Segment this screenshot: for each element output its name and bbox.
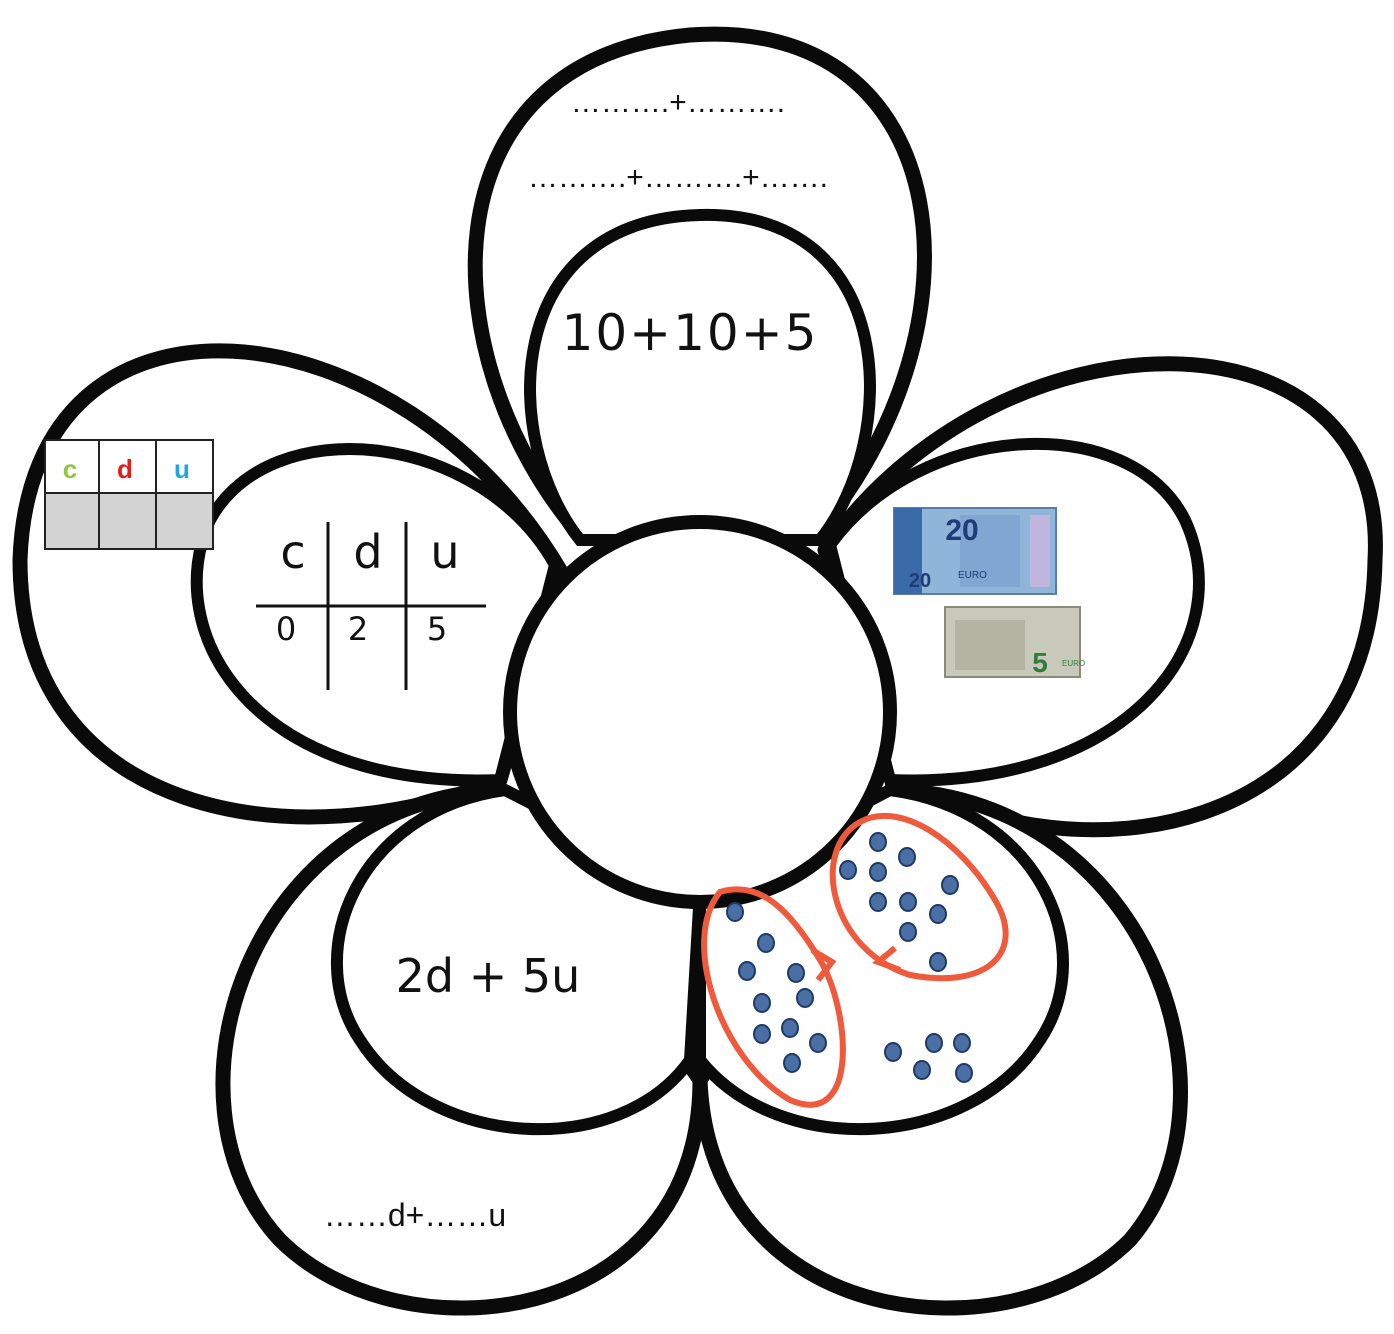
table-value-d: 2 <box>348 610 368 648</box>
small-table-empty-cell <box>44 492 100 550</box>
small-table-header-cell <box>155 439 214 494</box>
bead-groups <box>701 812 1009 1108</box>
flower-center <box>503 515 897 909</box>
bead-dot <box>941 875 959 895</box>
bead-dot <box>925 1033 943 1053</box>
loop-arrow-2 <box>872 945 902 973</box>
bead-dot <box>781 1018 799 1038</box>
bead-dot <box>953 1033 971 1053</box>
bead-dot <box>929 904 947 924</box>
bead-dot <box>869 832 887 852</box>
bead-dot <box>738 961 756 981</box>
place-value-table: c d u 0 2 5 <box>256 522 486 690</box>
banknote-5-value: 5 <box>1032 647 1048 678</box>
bead-dot <box>899 922 917 942</box>
banknote-20-value: 20 <box>945 514 978 547</box>
bead-dot <box>884 1042 902 1062</box>
bead-dot <box>869 862 887 882</box>
bead-dot <box>839 860 857 880</box>
banknote-5-currency: EURO <box>1062 659 1085 668</box>
loop-arrow-1 <box>810 947 837 982</box>
inner-petal-top <box>524 208 876 546</box>
table-value-u: 5 <box>427 610 447 648</box>
banknote-20-corner-value: 20 <box>909 570 931 592</box>
banknote-20-currency: EURO <box>958 570 987 581</box>
bead-dot <box>753 1024 771 1044</box>
bead-dot <box>753 993 771 1013</box>
bead-dot <box>809 1033 827 1053</box>
bead-dot <box>726 902 744 922</box>
small-table-header-u: u <box>174 454 190 484</box>
small-table-header-cell <box>98 439 157 494</box>
small-table-empty-cell <box>155 492 214 550</box>
table-header-c: c <box>280 525 305 579</box>
small-place-value-table: c d u <box>44 439 214 550</box>
bead-dot <box>787 963 805 983</box>
bead-dot <box>898 847 916 867</box>
top-blank-line-2: ……….+……….+……. <box>528 161 828 194</box>
top-blank-line-1: ……….+………. <box>571 86 785 119</box>
table-header-u: u <box>430 525 459 579</box>
loop-group-1 <box>701 886 846 1108</box>
bead-dot <box>783 1053 801 1073</box>
banknote-20-euro: 20 20 EURO <box>893 507 1057 595</box>
beads <box>726 832 973 1083</box>
top-sum-expression: 10+10+5 <box>562 304 819 362</box>
table-value-c: 0 <box>276 610 296 648</box>
banknote-5-euro: 5 EURO <box>944 606 1085 678</box>
bead-dot <box>899 892 917 912</box>
bead-dot <box>869 892 887 912</box>
tens-units-expression: 2d + 5u <box>396 949 581 1003</box>
bead-dot <box>796 988 814 1008</box>
small-table-empty-cell <box>98 492 157 550</box>
bead-dot <box>929 952 947 972</box>
loop-group-2 <box>829 812 1009 982</box>
table-header-d: d <box>353 525 382 579</box>
bead-dot <box>757 933 775 953</box>
bead-dot <box>913 1060 931 1080</box>
bottom-blank-line: ……d+……u <box>324 1197 506 1233</box>
bead-dot <box>955 1063 973 1083</box>
small-table-header-c: c <box>63 454 77 484</box>
small-table-header-d: d <box>117 454 133 484</box>
